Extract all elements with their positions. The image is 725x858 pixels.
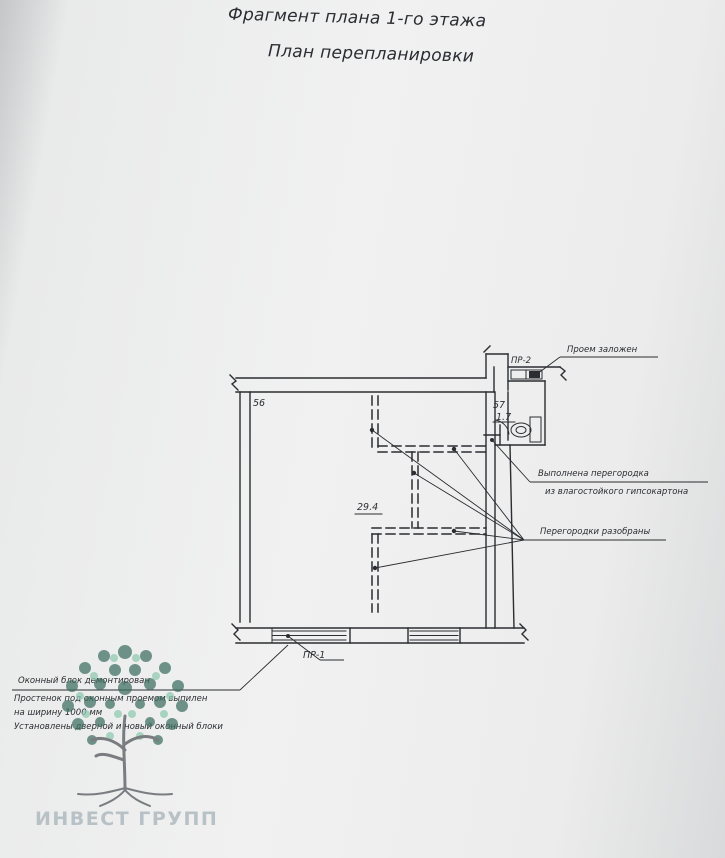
tree-logo-icon [62, 645, 188, 807]
window-unit-left [271, 627, 347, 644]
callout-proem-zalozhen: Проем заложен [567, 345, 638, 355]
top-wall [229, 345, 567, 446]
note-line-3: на ширину 1000 мм [14, 708, 103, 718]
callout-peregorodki-razobrany: Перегородки разобраны [540, 527, 651, 537]
toilet-fixture [510, 416, 542, 443]
new-partition [483, 424, 501, 446]
room-number-57: 57 [493, 400, 506, 411]
bottom-wall [231, 623, 529, 644]
note-line-2: Простенок под оконным проемом выпилен [14, 694, 208, 704]
room-area-main: 29.4 [357, 502, 379, 513]
left-wall [239, 391, 251, 623]
opening-pr2 [510, 369, 543, 380]
room-area-57: 1.7 [496, 412, 512, 423]
callout-peregorodka-line1: Выполнена перегородка [538, 469, 649, 479]
callout-peregorodka-line2: из влагостойкого гипсокартона [545, 487, 689, 497]
brand-watermark: ИНВЕСТ ГРУПП [35, 808, 219, 830]
opening-pr1-label: ПР-1 [303, 650, 326, 661]
dismantled-partitions [371, 395, 487, 613]
window-unit-right [409, 630, 459, 641]
opening-pr2-label: ПР-2 [511, 356, 531, 366]
right-wall [485, 391, 546, 629]
leader-dots [286, 372, 539, 638]
note-line-1: Оконный блок демонтирован [18, 676, 150, 686]
room-number-56: 56 [253, 398, 266, 409]
note-line-4: Установлены дверной и новый оконный блок… [14, 722, 223, 732]
